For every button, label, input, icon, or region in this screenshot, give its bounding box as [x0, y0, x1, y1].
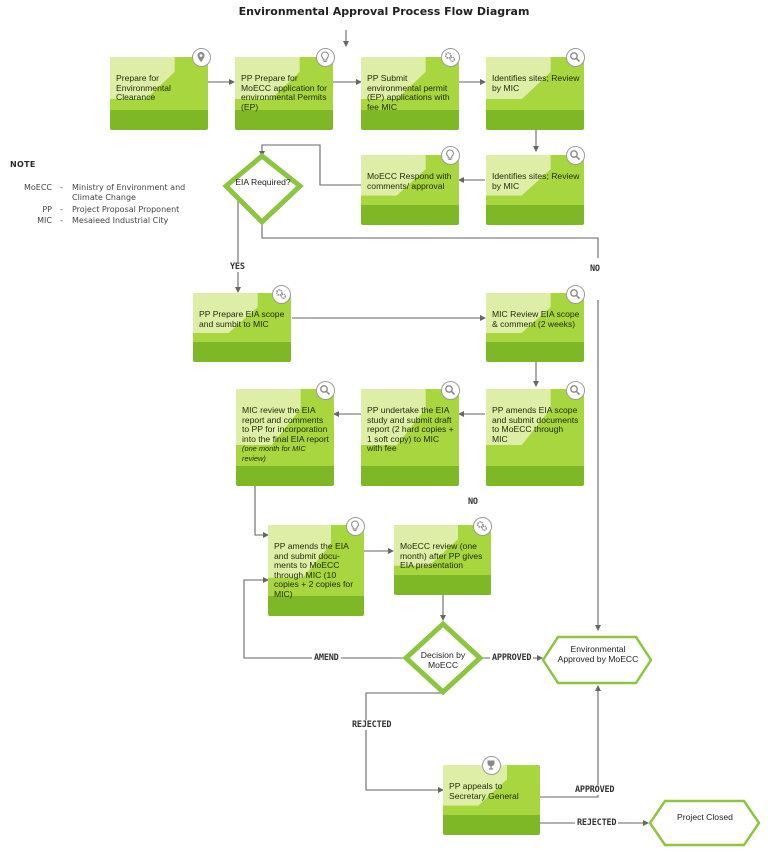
magnifier-icon	[441, 381, 460, 400]
project-closed-label: Project Closed	[677, 812, 733, 822]
box-text: MoECC Respond with comments/ approval	[367, 171, 452, 191]
connector-respond-to-eia	[259, 144, 361, 186]
box-text: MoECC review (one month) after PP gives …	[400, 541, 483, 571]
diagram-title: Environmental Approval Process Flow Diag…	[238, 5, 530, 18]
note-definition: Ministry of Environment and Climate Chan…	[72, 183, 186, 202]
box-text: MIC Review EIA scope & comment (2 weeks)	[492, 309, 580, 329]
box-pp-amend-eia: PP amends the EIA and submit docu-ments …	[268, 525, 364, 616]
magnifier-icon	[316, 381, 335, 400]
box-identifies-sites-2: Identifies sites; Review by MIC	[486, 155, 584, 225]
label-no-eia: NO	[588, 264, 602, 274]
box-text: MIC review the EIA report and comments t…	[242, 405, 330, 464]
decision-moecc-label: Decision by MoECC	[420, 650, 466, 670]
label-approved-appeal: APPROVED	[573, 785, 617, 795]
gears-icon	[272, 285, 291, 304]
gears-icon	[473, 517, 492, 536]
label-no-report: NO	[466, 497, 480, 507]
note-item-mic: MIC - Mesaieed Industrial City	[0, 216, 210, 226]
box-moecc-respond: MoECC Respond with comments/ approval	[361, 155, 459, 225]
note-heading: NOTE	[10, 160, 36, 169]
box-text: PP amends EIA scope and submit documents…	[492, 405, 579, 444]
connector-mic-review-to-amend-eia	[254, 486, 269, 538]
note-abbr: MoECC	[23, 183, 52, 192]
label-amend: AMEND	[312, 653, 341, 663]
note-item-moecc: MoECC - Ministry of Environment and Clim…	[0, 183, 210, 203]
box-mic-review-eia-scope: MIC Review EIA scope & comment (2 weeks)	[486, 293, 584, 362]
box-text: PP Submit environmental permit (EP) appl…	[367, 73, 450, 112]
note-definition: Project Proposal Proponent	[72, 205, 180, 214]
box-moecc-review: MoECC review (one month) after PP gives …	[394, 525, 491, 595]
box-pp-undertake-eia-study: PP undertake the EIA study and submit dr…	[361, 389, 459, 486]
magnifier-icon	[566, 146, 585, 165]
magnifier-icon	[566, 285, 585, 304]
box-text: Prepare for Environmental Clearance	[116, 73, 171, 103]
connector-eia-no	[261, 222, 599, 258]
box-text-main: MIC review the EIA report and comments t…	[242, 405, 329, 444]
project-closed-terminal	[648, 799, 761, 847]
box-text-note: (one month for MIC review)	[242, 444, 306, 463]
box-text: PP undertake the EIA study and submit dr…	[367, 405, 454, 454]
label-rejected-appeal: REJECTED	[575, 818, 619, 828]
lightbulb-icon	[441, 146, 460, 165]
label-yes: YES	[228, 262, 247, 272]
note-definition: Mesaieed Industrial City	[72, 216, 169, 225]
box-identifies-sites-1: Identifies sites; Review by MIC	[486, 57, 584, 130]
box-pp-appeals: PP appeals to Secretary General	[443, 765, 540, 835]
box-pp-submit-ep: PP Submit environmental permit (EP) appl…	[361, 57, 459, 130]
eia-required-diamond	[222, 152, 304, 226]
note-abbr: MIC	[37, 216, 52, 225]
note-dash: -	[60, 183, 63, 192]
lightbulb-icon	[346, 517, 365, 536]
box-pp-prepare-application: PP Prepare for MoECC application for env…	[235, 57, 333, 130]
box-pp-amend-eia-scope: PP amends EIA scope and submit documents…	[486, 389, 584, 486]
env-approved-label: Environmental Approved by MoECC	[557, 644, 639, 664]
label-rejected-decision: REJECTED	[350, 720, 394, 730]
gears-icon	[441, 48, 460, 67]
note-dash: -	[60, 216, 63, 225]
box-text: PP Prepare for MoECC application for env…	[241, 73, 327, 112]
eia-required-label: EIA Required?	[235, 177, 291, 187]
box-text: PP amends the EIA and submit docu-ments …	[274, 541, 354, 599]
decision-moecc-diamond	[402, 620, 484, 696]
box-text: Identifies sites; Review by MIC	[492, 73, 580, 93]
note-abbr: PP	[42, 205, 52, 214]
connector-appeal-approved	[540, 685, 601, 798]
box-mic-review-eia-report: MIC review the EIA report and comments t…	[236, 389, 334, 486]
label-approved-decision: APPROVED	[490, 653, 534, 663]
box-text: Identifies sites; Review by MIC	[492, 171, 580, 191]
env-approved-terminal	[541, 635, 653, 685]
note-dash: -	[60, 205, 63, 214]
location-pin-icon	[192, 48, 211, 67]
box-prepare-clearance: Prepare for Environmental Clearance	[110, 57, 208, 130]
trophy-icon	[482, 756, 501, 775]
magnifier-icon	[566, 48, 585, 67]
lightbulb-icon	[316, 48, 335, 67]
magnifier-icon	[566, 381, 585, 400]
box-text: PP appeals to Secretary General	[449, 781, 519, 801]
box-text: PP Prepare EIA scope and sumbit to MIC	[199, 309, 285, 329]
note-item-pp: PP - Project Proposal Proponent	[0, 205, 210, 215]
box-pp-prepare-eia-scope: PP Prepare EIA scope and sumbit to MIC	[193, 293, 291, 362]
connector-decision-rejected	[365, 692, 444, 793]
